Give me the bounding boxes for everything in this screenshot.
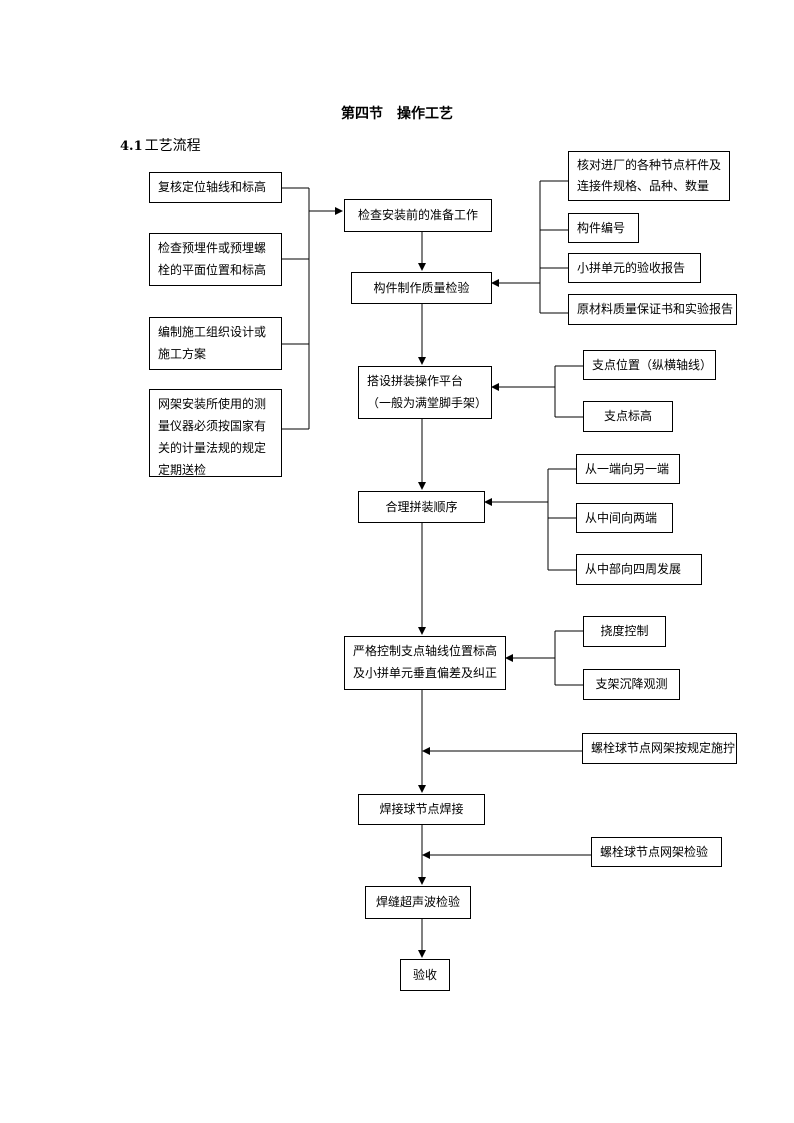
- bolt-construction-note-label: 螺栓球节点网架按规定施拧: [591, 741, 736, 755]
- section-title: 工艺流程: [144, 138, 201, 154]
- seq-middle-to-ends: 从中间向两端: [576, 503, 673, 533]
- qc-subassembly-report-label: 小拼单元的验收报告: [577, 260, 686, 275]
- pf-support-position: 支点位置（纵横轴线）: [583, 350, 716, 380]
- step-ball-welding: 焊接球节点焊接: [358, 794, 485, 825]
- step-ball-welding-label: 焊接球节点焊接: [379, 802, 464, 816]
- ctl-deflection-label: 挠度控制: [600, 624, 649, 638]
- ctl-settlement-label: 支架沉降观测: [595, 677, 668, 691]
- step-acceptance: 验收: [400, 959, 450, 991]
- bolt-inspection-note-label: 螺栓球节点网架检验: [600, 844, 709, 859]
- step-axis-control: 严格控制支点轴线位置标高及小拼单元垂直偏差及纠正: [344, 636, 506, 690]
- seq-center-outward: 从中部向四周发展: [576, 554, 702, 585]
- step-component-inspection-label: 构件制作质量检验: [373, 280, 470, 295]
- step-assembly-sequence: 合理拼装顺序: [358, 491, 485, 523]
- ctl-settlement: 支架沉降观测: [583, 669, 680, 700]
- ctl-deflection: 挠度控制: [583, 616, 666, 647]
- step-prep-check: 检查安装前的准备工作: [344, 199, 492, 232]
- input-embedded-parts-label: 检查预埋件或预埋螺栓的平面位置和标高: [158, 241, 267, 277]
- pf-support-elevation-label: 支点标高: [603, 409, 652, 423]
- pf-support-elevation: 支点标高: [583, 401, 673, 432]
- input-instrument-calibration: 网架安装所使用的测量仪器必须按国家有关的计量法规的规定定期送检: [149, 389, 282, 477]
- input-instrument-calibration-label: 网架安装所使用的测量仪器必须按国家有关的计量法规的规定定期送检: [158, 397, 267, 477]
- step-ultrasonic-test-label: 焊缝超声波检验: [375, 895, 460, 909]
- input-verify-axis-label: 复核定位轴线和标高: [158, 180, 267, 194]
- input-embedded-parts: 检查预埋件或预埋螺栓的平面位置和标高: [149, 233, 282, 286]
- seq-end-to-end: 从一端向另一端: [576, 454, 680, 484]
- step-axis-control-label: 严格控制支点轴线位置标高及小拼单元垂直偏差及纠正: [353, 644, 498, 680]
- page-title: 第四节 操作工艺: [341, 106, 453, 122]
- qc-component-numbering: 构件编号: [568, 213, 639, 243]
- seq-middle-to-ends-label: 从中间向两端: [585, 510, 658, 525]
- section-number: 4.1: [120, 139, 143, 154]
- qc-material-certificate-label: 原材料质量保证书和实验报告: [577, 302, 734, 316]
- bolt-inspection-note: 螺栓球节点网架检验: [591, 837, 722, 867]
- qc-verify-parts: 核对进厂的各种节点杆件及连接件规格、品种、数量: [568, 151, 730, 201]
- seq-end-to-end-label: 从一端向另一端: [585, 461, 670, 476]
- input-verify-axis: 复核定位轴线和标高: [149, 172, 282, 203]
- step-assembly-sequence-label: 合理拼装顺序: [385, 499, 458, 514]
- bolt-construction-note: 螺栓球节点网架按规定施拧: [582, 733, 737, 764]
- input-construction-plan-label: 编制施工组织设计或施工方案: [158, 325, 267, 361]
- qc-verify-parts-label: 核对进厂的各种节点杆件及连接件规格、品种、数量: [577, 158, 722, 193]
- step-acceptance-label: 验收: [412, 967, 437, 982]
- qc-material-certificate: 原材料质量保证书和实验报告: [568, 294, 737, 325]
- step-platform-label: 搭设拼装操作平台（一般为满堂脚手架）: [367, 374, 488, 410]
- seq-center-outward-label: 从中部向四周发展: [585, 562, 682, 576]
- step-platform: 搭设拼装操作平台（一般为满堂脚手架）: [358, 366, 492, 419]
- qc-subassembly-report: 小拼单元的验收报告: [568, 253, 701, 283]
- step-ultrasonic-test: 焊缝超声波检验: [365, 886, 471, 919]
- step-component-inspection: 构件制作质量检验: [351, 272, 492, 304]
- qc-component-numbering-label: 构件编号: [577, 220, 626, 235]
- step-prep-check-label: 检查安装前的准备工作: [357, 208, 478, 222]
- pf-support-position-label: 支点位置（纵横轴线）: [592, 357, 713, 372]
- input-construction-plan: 编制施工组织设计或施工方案: [149, 317, 282, 370]
